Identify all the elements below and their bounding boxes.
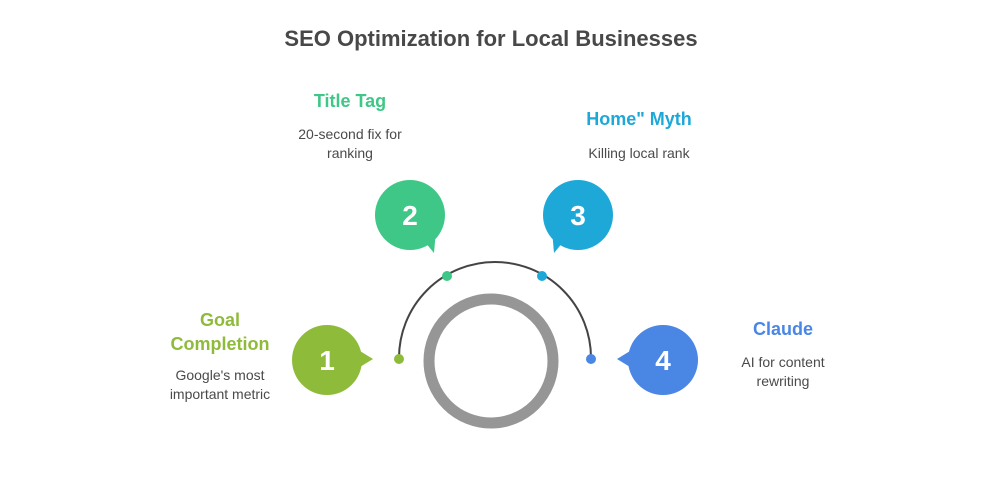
step-2-bubble: 2 bbox=[375, 180, 445, 253]
step-4-description-line: AI for content bbox=[741, 354, 825, 370]
step-1-bubble: 1 bbox=[292, 325, 373, 395]
step-2-dot bbox=[442, 271, 452, 281]
step-4-title-line: Claude bbox=[752, 319, 813, 339]
step-3-number: 3 bbox=[570, 200, 586, 231]
step-1-description-line: Google's most bbox=[175, 367, 265, 383]
step-3-bubble: 3 bbox=[543, 180, 613, 253]
step-2-number: 2 bbox=[402, 200, 418, 231]
step-4-dot bbox=[586, 354, 596, 364]
step-2-description-line: 20-second fix for bbox=[298, 126, 402, 142]
step-1-title-line: Completion bbox=[170, 334, 270, 354]
step-4-description-line: rewriting bbox=[756, 373, 810, 389]
step-3-title-line: Home" Myth bbox=[586, 109, 692, 129]
step-4-bubble: 4 bbox=[617, 325, 698, 395]
step-1-title: Goal Completion bbox=[140, 308, 300, 356]
step-2-description-line: ranking bbox=[327, 145, 373, 161]
step-3-title: Home" Myth bbox=[559, 109, 719, 130]
step-3-description: Killing local rank bbox=[559, 144, 719, 163]
step-2-title: Title Tag bbox=[270, 91, 430, 112]
step-1-description: Google's most important metric bbox=[140, 366, 300, 404]
diagram-title: SEO Optimization for Local Businesses bbox=[284, 26, 698, 51]
step-4-description: AI for content rewriting bbox=[703, 353, 863, 391]
step-4-number: 4 bbox=[655, 345, 671, 376]
step-3-description-line: Killing local rank bbox=[588, 145, 690, 161]
step-4-title: Claude bbox=[703, 319, 863, 340]
step-2-description: 20-second fix for ranking bbox=[270, 125, 430, 163]
step-3-dot bbox=[537, 271, 547, 281]
step-1-number: 1 bbox=[319, 345, 335, 376]
step-1-title-line: Goal bbox=[199, 310, 240, 330]
center-ring bbox=[423, 293, 559, 429]
step-1-description-line: important metric bbox=[169, 386, 271, 402]
step-1-dot bbox=[394, 354, 404, 364]
step-2-title-line: Title Tag bbox=[313, 91, 387, 111]
connector-arc bbox=[398, 261, 592, 359]
